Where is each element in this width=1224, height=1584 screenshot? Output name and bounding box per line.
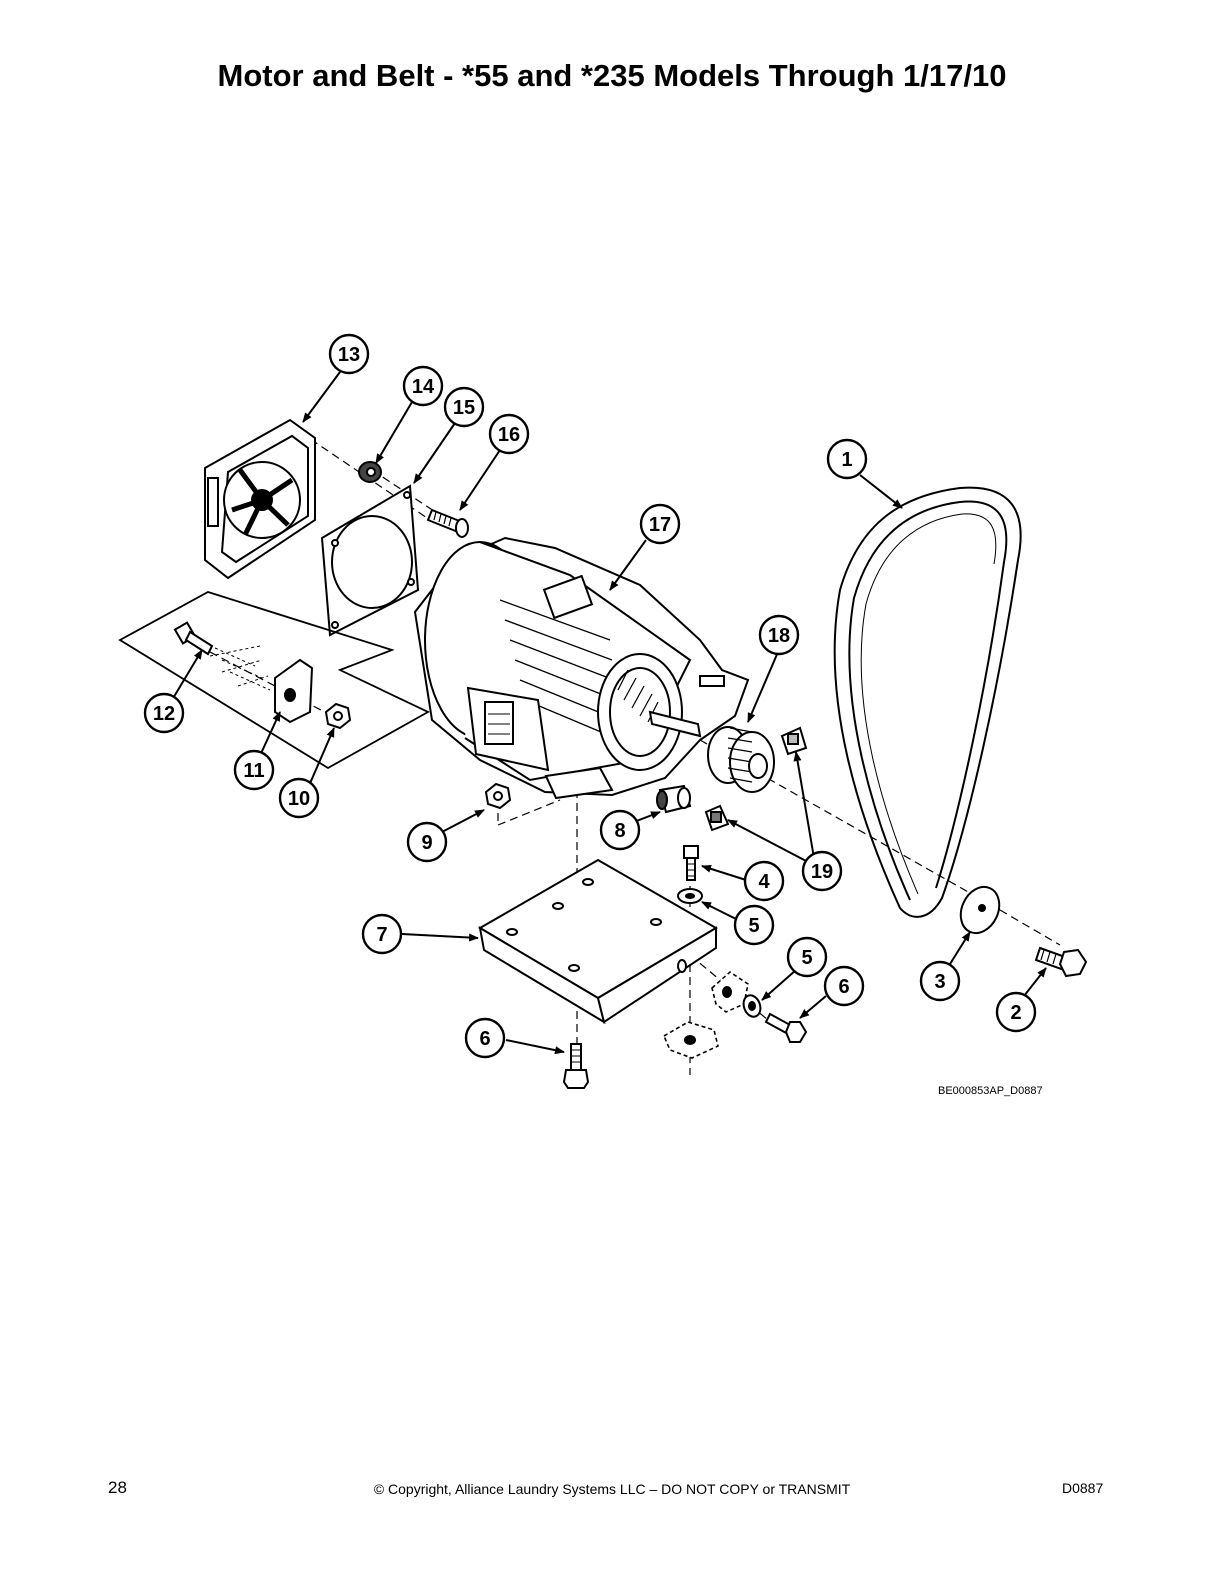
motor-base-plate [478,858,718,1025]
svg-text:10: 10 [288,788,310,810]
callout-15: 15 [443,386,485,428]
gasket-plate [320,484,420,637]
svg-text:17: 17 [649,514,671,536]
screw-part-16 [426,508,469,538]
svg-text:8: 8 [614,820,625,842]
svg-text:7: 7 [376,924,387,946]
svg-text:1: 1 [841,449,852,471]
nut-part-10 [324,702,352,730]
bolt-part-2 [1034,946,1088,978]
washer-part-14 [358,461,382,483]
callout-3: 3 [919,960,961,1002]
washer-part-5-top [677,888,703,904]
callout-4: 4 [743,860,785,902]
svg-text:19: 19 [811,861,833,883]
washer-part-3 [959,885,1001,935]
svg-text:13: 13 [338,344,360,366]
svg-text:6: 6 [479,1028,490,1050]
svg-text:3: 3 [934,971,945,993]
callout-14: 14 [402,365,444,407]
page-number: 28 [108,1478,127,1497]
callout-5-lower: 5 [786,936,828,978]
set-screws-part-19 [704,726,808,832]
svg-text:12: 12 [153,703,175,725]
svg-text:6: 6 [838,976,849,998]
callout-11: 11 [233,749,275,791]
callout-2: 2 [995,991,1037,1033]
callout-5-upper: 5 [733,904,775,946]
motor-pulley [707,726,775,793]
callout-7: 7 [361,913,403,955]
callout-8: 8 [599,809,641,851]
svg-text:11: 11 [243,760,264,782]
diagram-reference-code: BE000853AP_D0887 [938,1085,1043,1097]
svg-text:16: 16 [498,424,520,446]
svg-text:5: 5 [801,947,812,969]
callout-9: 9 [406,821,448,863]
fitting-part-8 [656,784,692,814]
svg-text:5: 5 [748,915,759,937]
page-title: Motor and Belt - *55 and *235 Models Thr… [217,58,1007,93]
svg-text:4: 4 [758,871,770,893]
bolt-part-12 [173,621,214,656]
washer-part-5-lower [742,994,762,1018]
cage-nuts [662,970,749,1059]
drive-belt [833,486,1022,918]
cooling-fan [204,418,316,580]
callout-16: 16 [488,413,530,455]
motor-assembly [413,536,750,800]
detail-inset [118,591,430,770]
svg-text:18: 18 [768,625,790,647]
callout-19: 19 [801,850,843,892]
svg-text:2: 2 [1010,1002,1021,1024]
document-code: D0887 [1062,1480,1104,1496]
callout-1: 1 [826,438,868,480]
callout-10: 10 [278,777,320,819]
callout-6-bottom: 6 [464,1017,506,1059]
svg-text:9: 9 [421,832,432,854]
callout-13: 13 [328,333,370,375]
callout-12: 12 [143,692,185,734]
callout-6-side: 6 [823,965,865,1007]
copyright-notice: © Copyright, Alliance Laundry Systems LL… [373,1481,851,1497]
bolt-part-6-side [764,1012,808,1043]
leader-lines [171,371,1047,1055]
callout-17: 17 [639,503,681,545]
nut-part-9 [484,782,512,810]
plate-part-11 [274,658,314,724]
callout-18: 18 [758,614,800,656]
bolt-part-4 [683,845,699,881]
svg-text:14: 14 [412,376,435,398]
bolt-part-6-bottom [562,1043,590,1089]
svg-text:15: 15 [453,397,475,419]
